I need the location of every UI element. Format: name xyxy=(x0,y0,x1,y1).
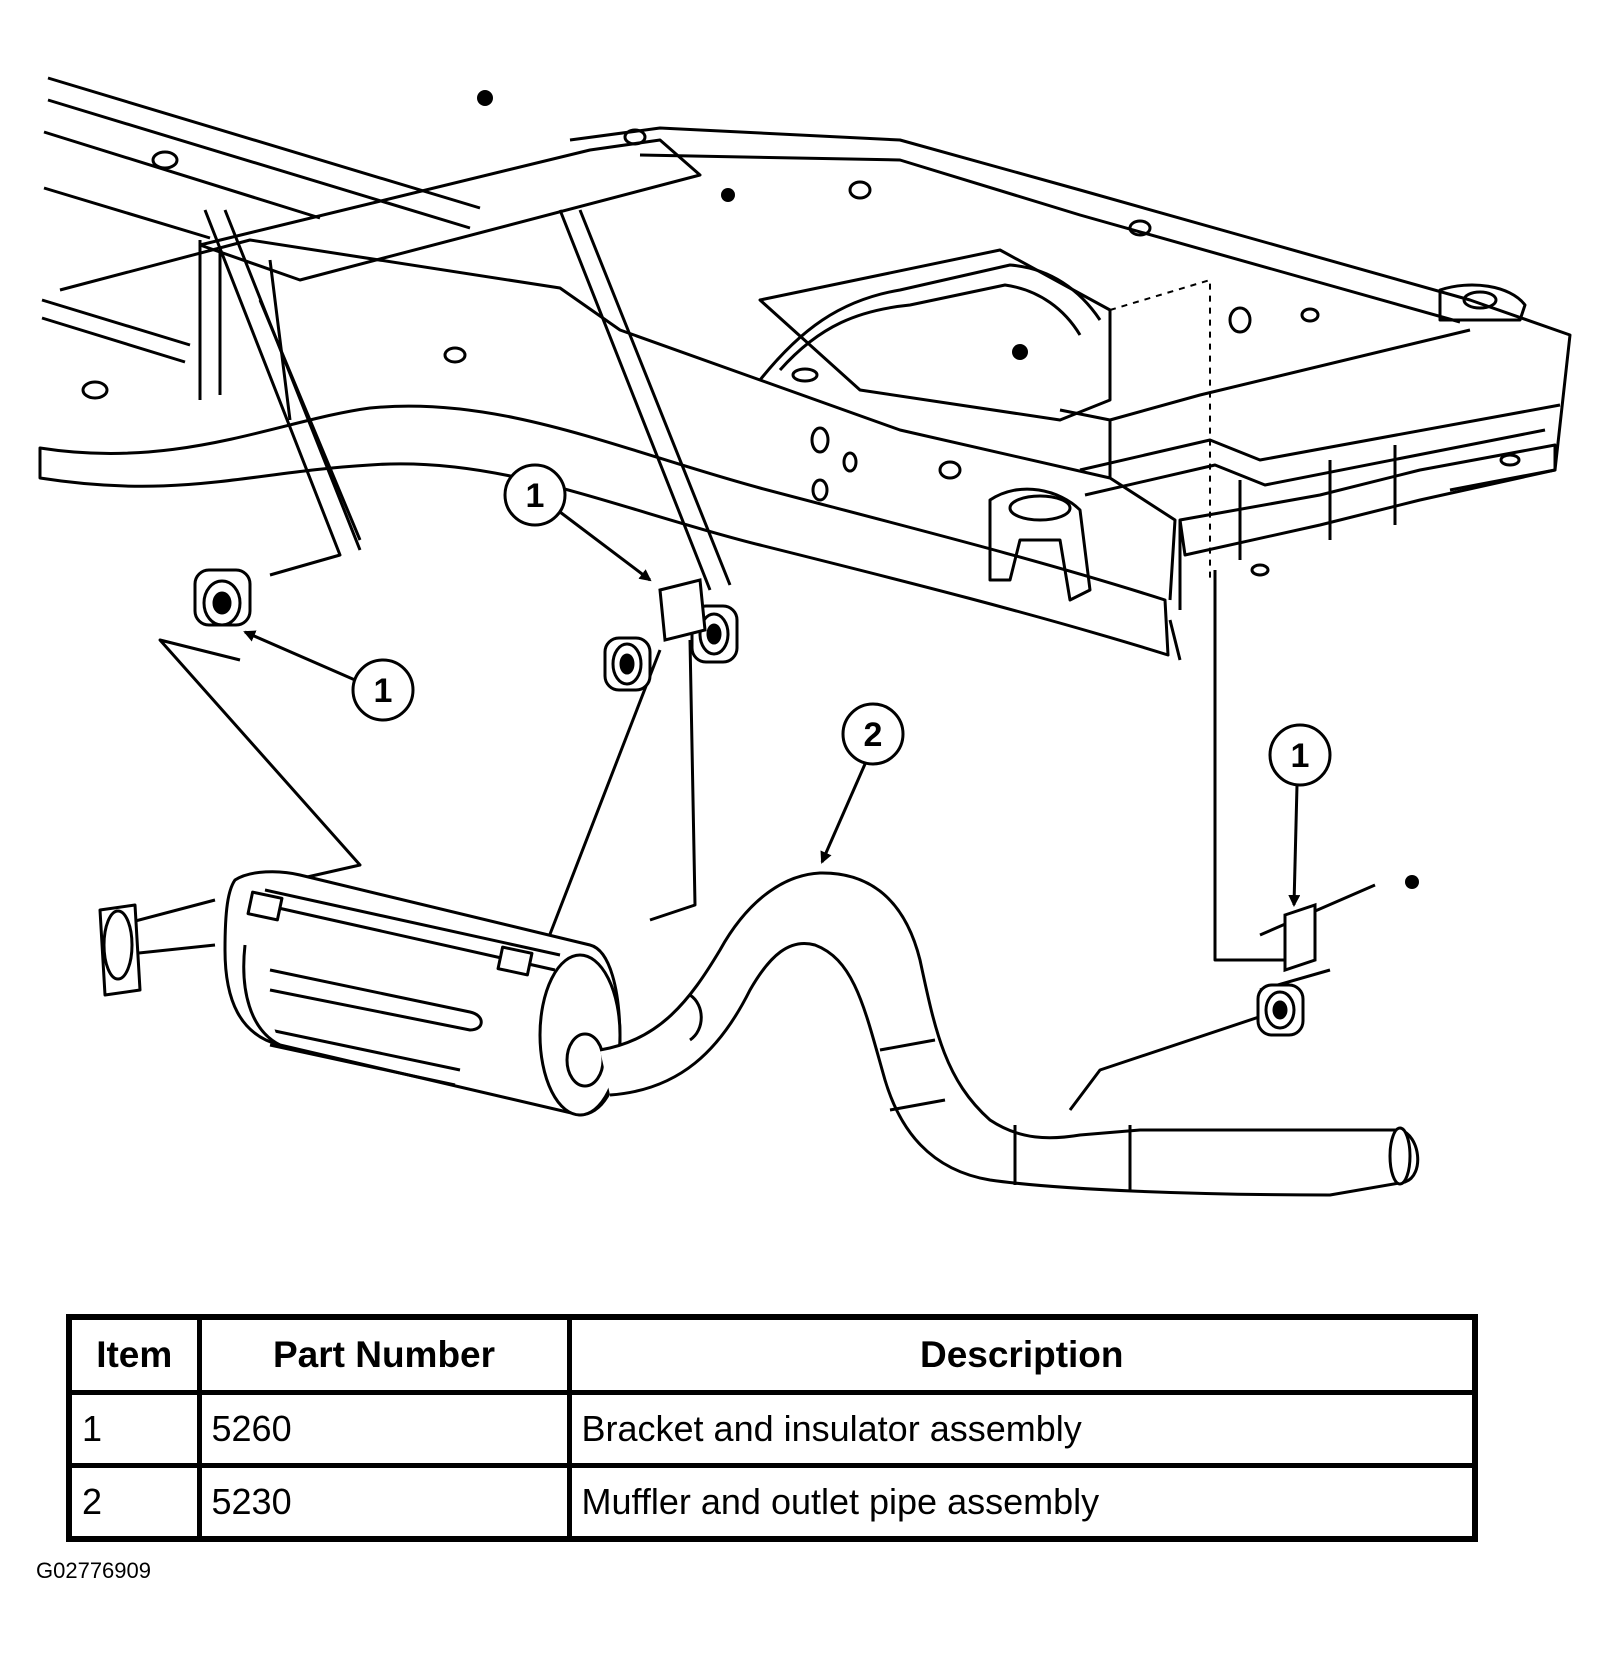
header-description: Description xyxy=(566,1314,1478,1395)
row-item: 2 xyxy=(66,1463,202,1542)
insulator-right xyxy=(1256,902,1317,1037)
table-row: 1 5260 Bracket and insulator assembly xyxy=(66,1390,1478,1468)
callout-1-left: 1 xyxy=(243,630,415,722)
header-part-number: Part Number xyxy=(196,1314,572,1395)
insulator-center-b xyxy=(658,578,739,664)
bolt-icons xyxy=(477,90,1419,889)
row-description: Muffler and outlet pipe assembly xyxy=(566,1463,1478,1542)
header-item: Item xyxy=(66,1314,202,1395)
insulator-center-a xyxy=(603,636,652,692)
callout-1-top-center: 1 xyxy=(503,463,652,582)
row-description: Bracket and insulator assembly xyxy=(566,1390,1478,1468)
parts-table: Item Part Number Description 1 5260 Brac… xyxy=(66,1314,1478,1542)
muffler-assembly xyxy=(98,870,1420,1197)
callout-1-right: 1 xyxy=(1268,723,1332,907)
callout-1-top-center-label: 1 xyxy=(526,477,545,515)
callout-2-label: 2 xyxy=(864,716,883,754)
exhaust-system-diagram: 1 1 2 1 xyxy=(38,76,1572,1197)
row-item: 1 xyxy=(66,1390,202,1468)
table-header-row: Item Part Number Description xyxy=(66,1314,1478,1395)
row-part-number: 5230 xyxy=(196,1463,572,1542)
callout-1-right-label: 1 xyxy=(1291,737,1310,775)
callout-2: 2 xyxy=(820,702,905,864)
callout-1-left-label: 1 xyxy=(374,672,393,710)
insulator-left xyxy=(193,568,252,627)
table-row: 2 5230 Muffler and outlet pipe assembly xyxy=(66,1463,1478,1542)
vehicle-frame xyxy=(38,76,1572,661)
row-part-number: 5260 xyxy=(196,1390,572,1468)
figure-id: G02776909 xyxy=(36,1558,151,1583)
